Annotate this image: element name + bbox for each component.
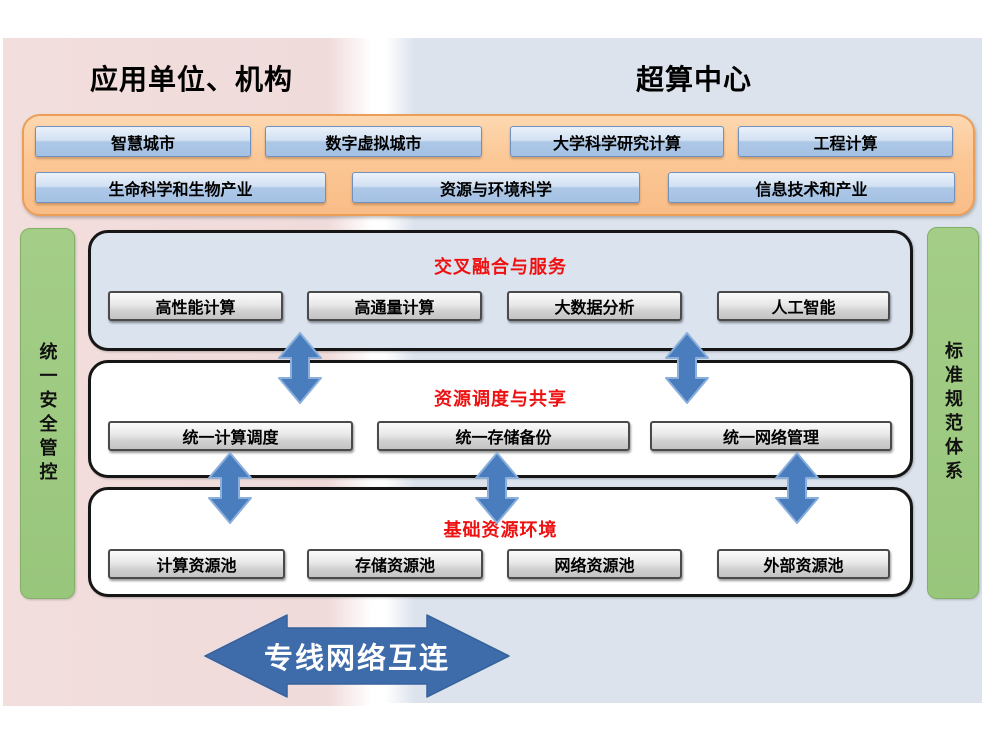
service-ai: 人工智能 bbox=[717, 291, 890, 321]
layer-services: 交叉融合与服务 bbox=[88, 230, 913, 351]
left-panel-title: 应用单位、机构 bbox=[90, 64, 294, 95]
right-panel-title: 超算中心 bbox=[636, 64, 753, 95]
app-domain-smart-city: 智慧城市 bbox=[35, 126, 251, 157]
service-hpc: 高性能计算 bbox=[108, 291, 283, 321]
layer-resources-title: 基础资源环境 bbox=[443, 520, 558, 540]
vertical-double-arrow-icon bbox=[475, 452, 519, 524]
security-control-label: 统一安全管控 bbox=[37, 341, 58, 486]
app-domain-digital-city: 数字虚拟城市 bbox=[265, 126, 482, 157]
network-interconnect-arrow-icon bbox=[204, 614, 510, 698]
vertical-double-arrow-icon bbox=[208, 452, 252, 524]
scheduling-storage: 统一存储备份 bbox=[377, 421, 630, 451]
standards-label: 标准规范体系 bbox=[943, 341, 963, 485]
vertical-double-arrow-icon bbox=[775, 452, 819, 524]
resource-pool-compute: 计算资源池 bbox=[108, 549, 285, 579]
resource-pool-external: 外部资源池 bbox=[717, 549, 890, 579]
security-control-bar: 统一安全管控 bbox=[20, 228, 75, 599]
app-domain-university-research: 大学科学研究计算 bbox=[510, 126, 724, 157]
app-domain-environment: 资源与环境科学 bbox=[352, 172, 640, 203]
app-domain-engineering: 工程计算 bbox=[738, 126, 953, 157]
app-domain-life-science: 生命科学和生物产业 bbox=[35, 172, 326, 203]
layer-scheduling-title: 资源调度与共享 bbox=[434, 389, 567, 409]
resource-pool-network: 网络资源池 bbox=[507, 549, 682, 579]
standards-bar: 标准规范体系 bbox=[927, 227, 979, 599]
vertical-double-arrow-icon bbox=[278, 332, 322, 404]
service-bigdata: 大数据分析 bbox=[507, 291, 682, 321]
vertical-double-arrow-icon bbox=[665, 332, 709, 404]
scheduling-compute: 统一计算调度 bbox=[108, 421, 353, 451]
service-htc: 高通量计算 bbox=[307, 291, 482, 321]
network-interconnect-label: 专线网络互连 bbox=[263, 643, 450, 675]
scheduling-network: 统一网络管理 bbox=[650, 421, 892, 451]
app-domain-it-industry: 信息技术和产业 bbox=[668, 172, 955, 203]
resource-pool-storage: 存储资源池 bbox=[307, 549, 483, 579]
layer-services-title: 交叉融合与服务 bbox=[434, 257, 567, 277]
